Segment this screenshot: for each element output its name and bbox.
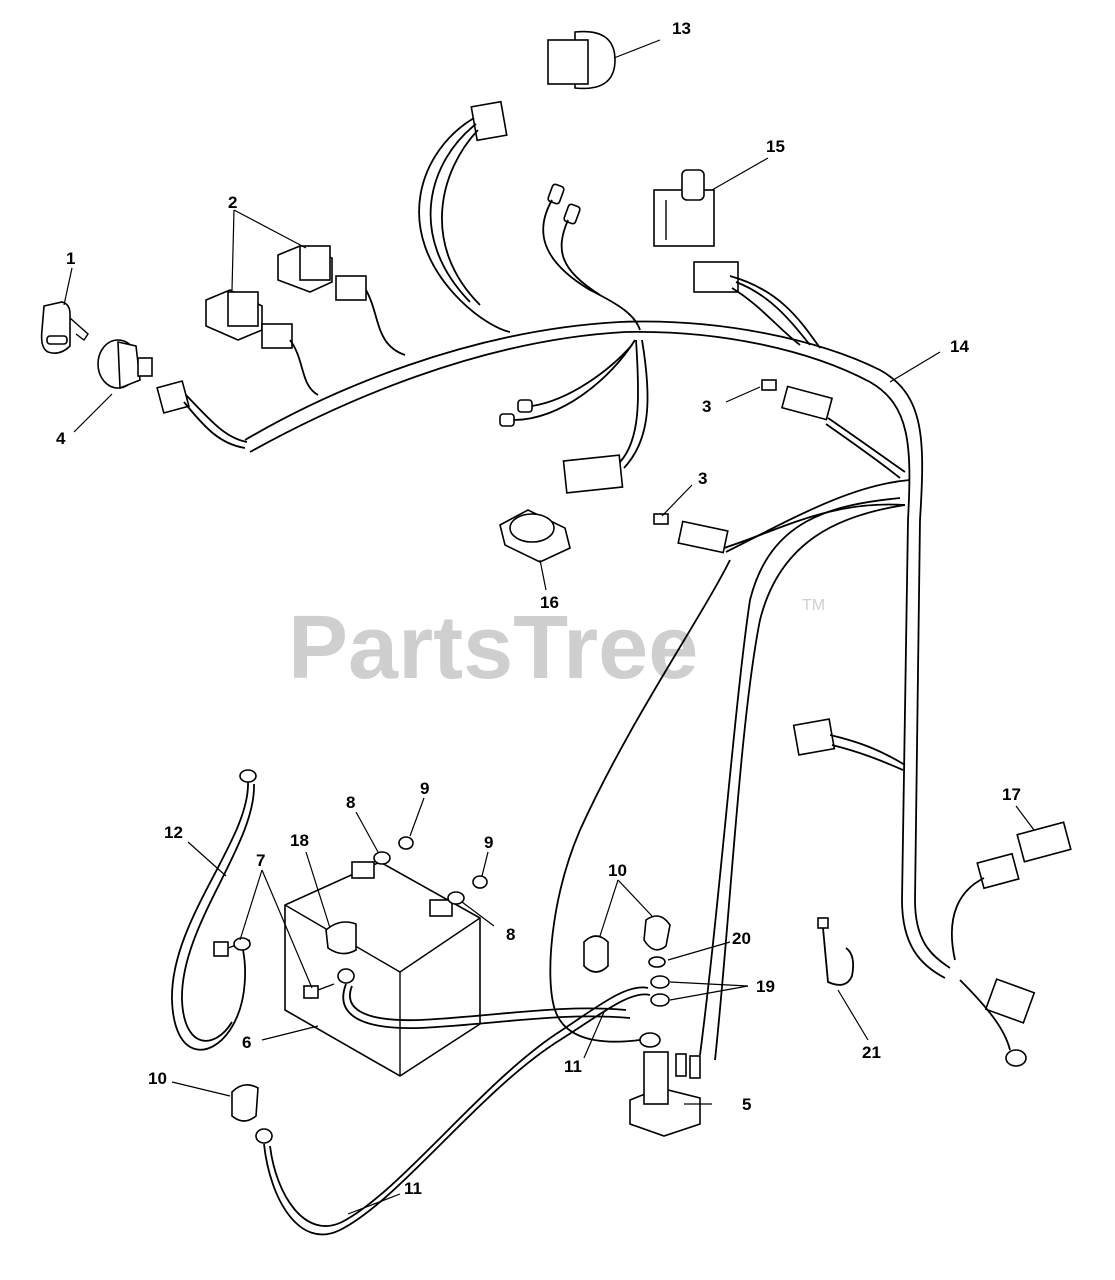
ignition-switch[interactable] (97, 339, 153, 390)
main-harness[interactable] (244, 320, 951, 979)
callout-16: 16 (540, 593, 559, 612)
fuse-holder-lower[interactable] (677, 479, 911, 554)
connector-17-mate (951, 852, 1020, 961)
callout-14: 14 (950, 337, 969, 356)
callout-20: 20 (732, 929, 751, 948)
relay-upper[interactable] (277, 245, 333, 293)
interlock-connector (693, 261, 821, 349)
callout-11a: 11 (564, 1057, 582, 1076)
cable-tie[interactable] (817, 917, 855, 986)
seat-switch[interactable] (547, 30, 616, 90)
side-connector[interactable] (792, 718, 906, 771)
cable-11-lower[interactable] (255, 986, 651, 1236)
callout-8a: 8 (346, 793, 355, 812)
nut-9b[interactable] (472, 875, 488, 889)
terminal-boot-upper-right[interactable] (643, 915, 671, 951)
nut-9a[interactable] (398, 836, 414, 850)
callout-3b: 3 (698, 469, 707, 488)
ignition-key[interactable] (40, 301, 89, 354)
fuse-lower[interactable] (653, 513, 669, 525)
callout-15: 15 (766, 137, 785, 156)
washer-8b[interactable] (447, 891, 465, 905)
relay-connectors (261, 275, 406, 396)
callout-13: 13 (672, 19, 691, 38)
callout-17: 17 (1002, 785, 1021, 804)
callout-7: 7 (256, 851, 265, 870)
callout-1: 1 (66, 249, 75, 268)
fuse-holder-upper[interactable] (780, 385, 906, 479)
callout-5: 5 (742, 1095, 751, 1114)
bolt-7a[interactable] (213, 937, 251, 957)
callout-8b: 8 (506, 925, 515, 944)
ignition-plug (156, 380, 248, 449)
battery-terminals (325, 861, 453, 955)
callout-6: 6 (242, 1033, 251, 1052)
callout-9a: 9 (420, 779, 429, 798)
cable-12[interactable] (171, 769, 257, 1051)
connector-17[interactable] (1016, 821, 1072, 863)
leader-lines (63, 39, 1035, 1215)
terminal-boot-upper-left[interactable] (583, 935, 609, 973)
callout-3a: 3 (702, 397, 711, 416)
nuts-19[interactable] (650, 975, 670, 1007)
relay-lower[interactable] (205, 289, 263, 341)
sensor[interactable] (499, 509, 571, 563)
cable-11-upper[interactable] (337, 968, 631, 1029)
terminal-boot-lower[interactable] (231, 1084, 259, 1122)
callout-19: 19 (756, 977, 775, 996)
callout-9b: 9 (484, 833, 493, 852)
lockwasher-20[interactable] (648, 956, 666, 968)
upper-branch-connector[interactable] (418, 100, 511, 333)
interlock-switch[interactable] (653, 169, 715, 247)
watermark: PartsTree (288, 598, 698, 698)
washer-8a[interactable] (373, 851, 391, 865)
callout-21: 21 (862, 1043, 881, 1062)
callout-11b: 11 (404, 1179, 422, 1198)
fuse-upper[interactable] (761, 379, 777, 391)
callout-18: 18 (290, 831, 309, 850)
callout-10b: 10 (148, 1069, 167, 1088)
harness-end-connector[interactable] (959, 978, 1036, 1067)
callout-4: 4 (56, 429, 66, 448)
starter-solenoid[interactable] (629, 1032, 701, 1137)
callout-10a: 10 (608, 861, 627, 880)
callout-2: 2 (228, 193, 237, 212)
spade-terminals-lower (499, 339, 636, 427)
center-connector[interactable] (562, 339, 649, 494)
spade-terminals-upper (542, 183, 641, 331)
callout-12: 12 (164, 823, 183, 842)
solenoid-wires (549, 497, 906, 1061)
watermark-trademark: TM (802, 597, 825, 614)
